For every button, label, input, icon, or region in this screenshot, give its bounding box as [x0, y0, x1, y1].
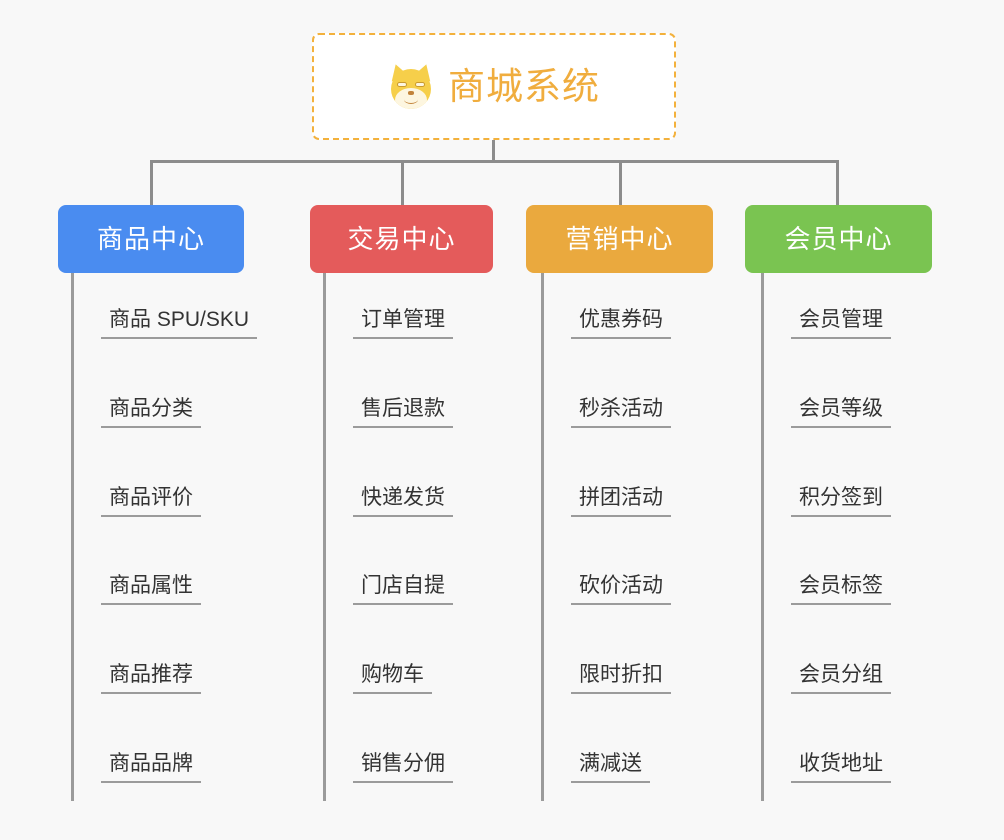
connector-drop-4: [836, 160, 839, 206]
leaf-item[interactable]: 会员分组: [761, 628, 891, 694]
leaf-item[interactable]: 优惠券码: [541, 273, 671, 339]
shiba-dog-face-icon: [387, 61, 435, 110]
leaf-item[interactable]: 满减送: [541, 717, 650, 783]
leaf-label: 商品评价: [101, 486, 201, 517]
leaf-spine-4: [761, 273, 764, 801]
leaf-label: 商品品牌: [101, 752, 201, 783]
leaf-label: 会员标签: [791, 574, 891, 605]
connector-drop-2: [401, 160, 404, 206]
leaf-item[interactable]: 积分签到: [761, 451, 891, 517]
shiba-mouth-icon: [404, 95, 418, 104]
leaf-item[interactable]: 售后退款: [323, 362, 453, 428]
leaf-label: 购物车: [353, 663, 432, 694]
leaf-label: 拼团活动: [571, 486, 671, 517]
leaf-item[interactable]: 门店自提: [323, 539, 453, 605]
leaf-label: 优惠券码: [571, 308, 671, 339]
leaf-label: 满减送: [571, 752, 650, 783]
leaf-label: 会员等级: [791, 397, 891, 428]
leaf-item[interactable]: 限时折扣: [541, 628, 671, 694]
leaf-label: 会员管理: [791, 308, 891, 339]
category-box-2[interactable]: 交易中心: [310, 205, 493, 273]
leaf-label: 销售分佣: [353, 752, 453, 783]
leaf-item[interactable]: 商品品牌: [71, 717, 201, 783]
leaf-label: 商品推荐: [101, 663, 201, 694]
leaf-item[interactable]: 砍价活动: [541, 539, 671, 605]
category-label-1: 商品中心: [96, 224, 205, 254]
leaf-item[interactable]: 销售分佣: [323, 717, 453, 783]
leaf-label: 门店自提: [353, 574, 453, 605]
leaf-item[interactable]: 商品推荐: [71, 628, 201, 694]
shiba-nose-icon: [408, 90, 414, 95]
leaf-label: 订单管理: [353, 308, 453, 339]
leaf-spine-2: [323, 273, 326, 801]
leaf-label: 商品属性: [101, 574, 201, 605]
connector-drop-3: [619, 160, 622, 206]
leaf-item[interactable]: 商品评价: [71, 451, 201, 517]
shiba-head-icon: [391, 68, 431, 109]
connector-drop-1: [150, 160, 153, 206]
leaf-label: 积分签到: [791, 486, 891, 517]
leaf-label: 会员分组: [791, 663, 891, 694]
leaf-item[interactable]: 商品分类: [71, 362, 201, 428]
shiba-eye-right-icon: [415, 81, 425, 87]
leaf-item[interactable]: 会员管理: [761, 273, 891, 339]
leaf-label: 秒杀活动: [571, 397, 671, 428]
leaf-label: 限时折扣: [571, 663, 671, 694]
leaf-item[interactable]: 快递发货: [323, 451, 453, 517]
connector-root-stem: [492, 140, 495, 162]
leaf-item[interactable]: 拼团活动: [541, 451, 671, 517]
leaf-item[interactable]: 商品 SPU/SKU: [71, 273, 258, 339]
shiba-eye-left-icon: [397, 81, 407, 87]
category-label-4: 会员中心: [784, 224, 893, 254]
leaf-item[interactable]: 购物车: [323, 628, 432, 694]
category-label-2: 交易中心: [347, 224, 456, 254]
leaf-label: 商品 SPU/SKU: [101, 308, 258, 339]
leaf-item[interactable]: 商品属性: [71, 539, 201, 605]
connector-horizontal-bus: [150, 160, 839, 163]
category-box-1[interactable]: 商品中心: [58, 205, 244, 273]
leaf-label: 砍价活动: [571, 574, 671, 605]
leaf-item[interactable]: 会员标签: [761, 539, 891, 605]
leaf-spine-1: [71, 273, 74, 801]
leaf-label: 收货地址: [791, 752, 891, 783]
root-node[interactable]: 商城系统: [312, 33, 676, 140]
leaf-label: 售后退款: [353, 397, 453, 428]
leaf-label: 快递发货: [353, 486, 453, 517]
leaf-item[interactable]: 秒杀活动: [541, 362, 671, 428]
leaf-item[interactable]: 会员等级: [761, 362, 891, 428]
leaf-label: 商品分类: [101, 397, 201, 428]
root-title: 商城系统: [448, 66, 600, 107]
category-box-4[interactable]: 会员中心: [745, 205, 932, 273]
category-box-3[interactable]: 营销中心: [526, 205, 713, 273]
leaf-item[interactable]: 订单管理: [323, 273, 453, 339]
leaf-item[interactable]: 收货地址: [761, 717, 891, 783]
category-label-3: 营销中心: [565, 224, 674, 254]
leaf-spine-3: [541, 273, 544, 801]
